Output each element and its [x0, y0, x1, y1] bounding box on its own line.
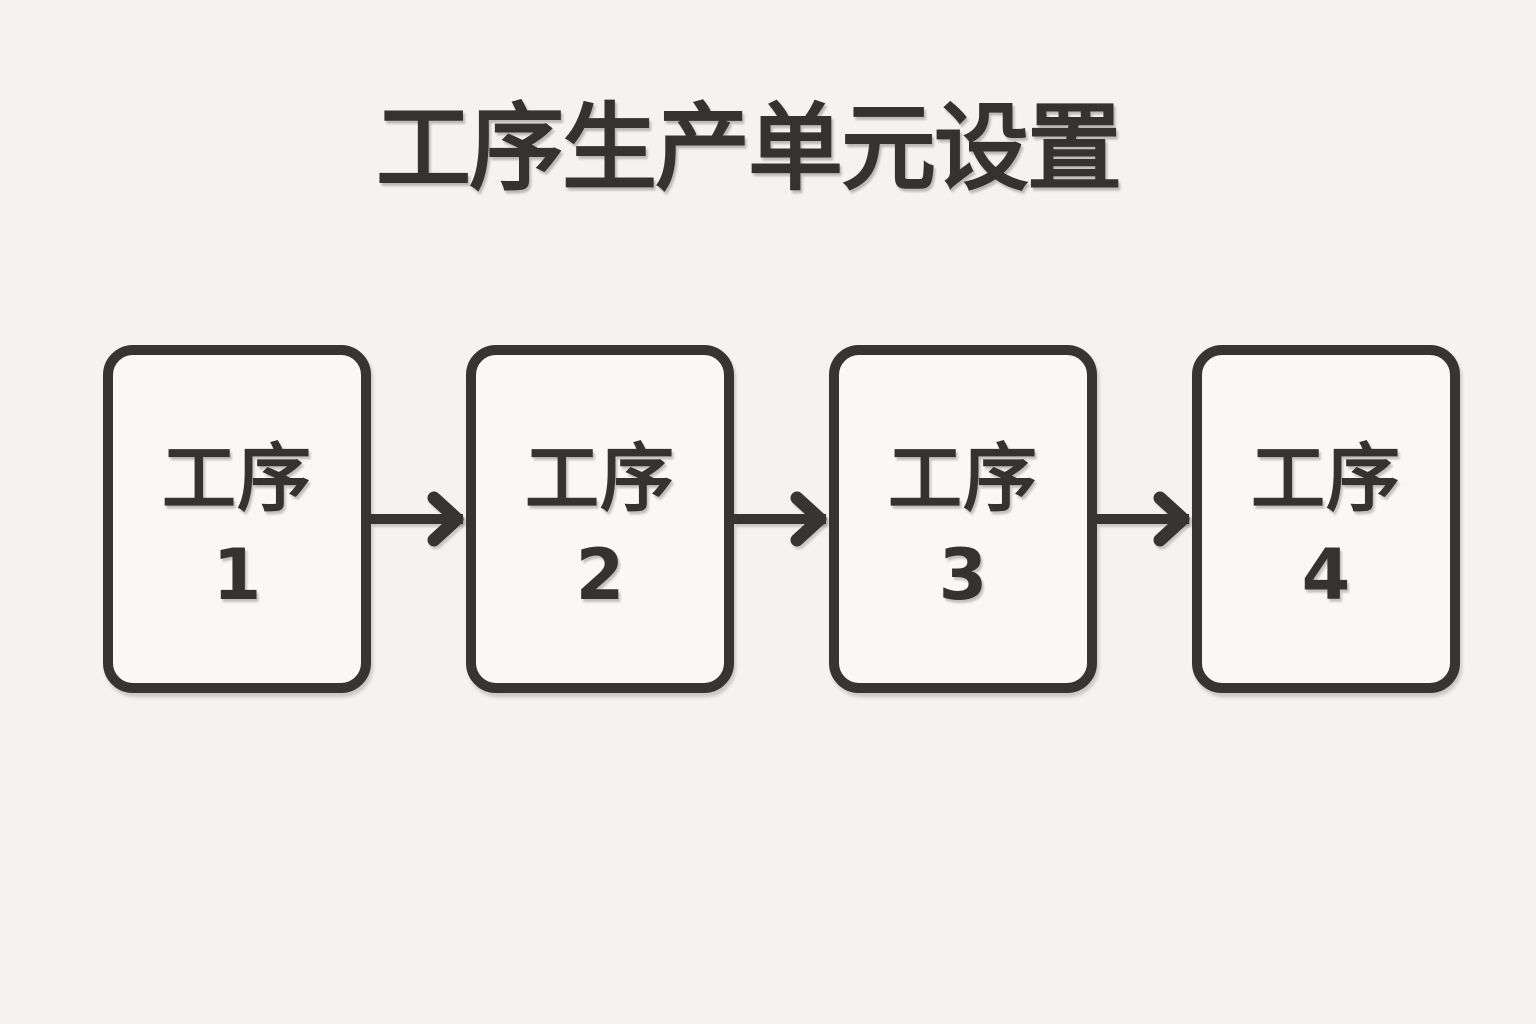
- arrow-line: [371, 514, 463, 524]
- process-box-3: 工序 3: [829, 345, 1097, 693]
- process-box-number: 1: [212, 534, 262, 616]
- process-box-label: 工序: [1251, 436, 1401, 522]
- arrow-right-icon: [427, 491, 464, 547]
- process-box-4: 工序 4: [1192, 345, 1460, 693]
- flow-connector-2: [734, 345, 829, 693]
- flow-connector-3: [1097, 345, 1192, 693]
- arrow-right-icon: [1153, 491, 1190, 547]
- process-box-2: 工序 2: [466, 345, 734, 693]
- process-box-number: 3: [938, 534, 988, 616]
- process-box-1: 工序 1: [103, 345, 371, 693]
- arrow-right-icon: [790, 491, 827, 547]
- diagram-title: 工序生产单元设置: [375, 94, 1122, 204]
- process-box-label: 工序: [888, 436, 1038, 522]
- arrow-line: [1097, 514, 1189, 524]
- process-box-label: 工序: [525, 436, 675, 522]
- process-box-number: 4: [1301, 534, 1351, 616]
- process-flow: 工序 1 工序 2 工序 3 工序 4: [103, 345, 1460, 693]
- process-box-number: 2: [575, 534, 625, 616]
- process-box-label: 工序: [162, 436, 312, 522]
- flow-connector-1: [371, 345, 466, 693]
- arrow-line: [734, 514, 826, 524]
